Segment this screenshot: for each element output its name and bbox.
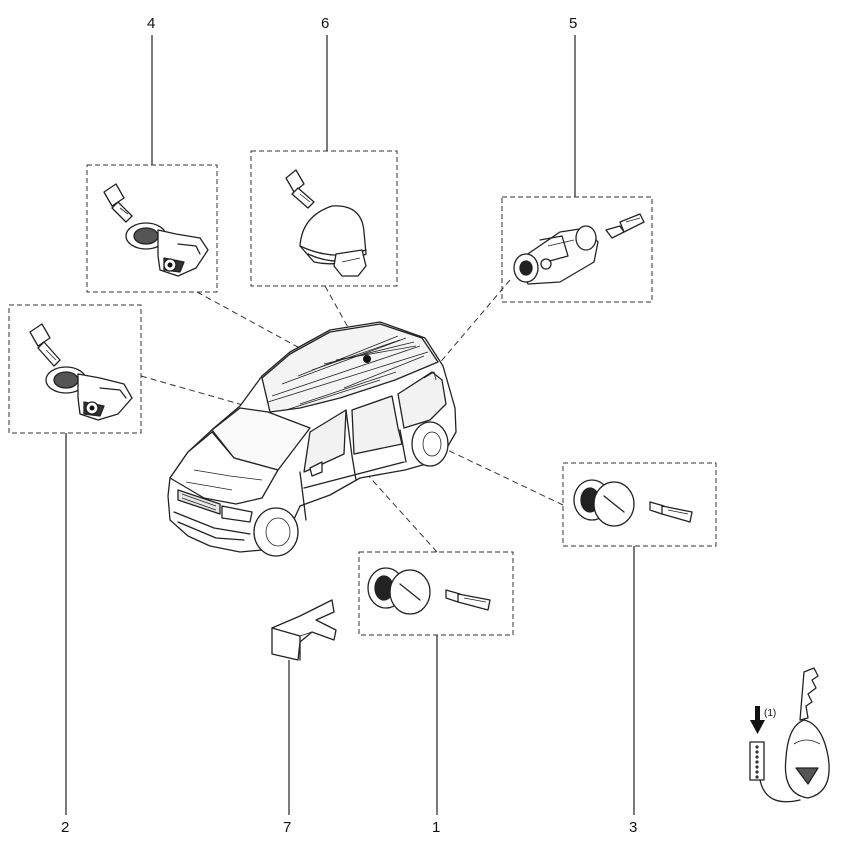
callout-7-label: 7 [283, 819, 291, 836]
part-1-door-cylinder [367, 567, 491, 615]
part-7-retaining-clip [271, 599, 337, 661]
detail-box-2 [8, 304, 142, 434]
key-icon [285, 169, 315, 209]
callout-6-label: 6 [321, 15, 329, 32]
key-icon [29, 323, 61, 367]
detail-box-4 [86, 164, 218, 293]
callout-2: 2 [61, 433, 69, 836]
callout-2-label: 2 [61, 819, 69, 836]
key-code-detail: (1) [749, 667, 830, 803]
detail-box-3 [562, 462, 717, 547]
callout-7: 7 [283, 660, 291, 836]
callout-5-label: 5 [569, 15, 577, 32]
arrow-down-icon [750, 706, 765, 734]
callout-6: 6 [321, 15, 329, 151]
part-6-fuel-cap-lock [285, 169, 367, 277]
part-3-door-cylinder [573, 479, 693, 527]
key-icon [605, 213, 645, 239]
detail-box-5 [501, 196, 653, 303]
key-code-tag-icon [749, 741, 765, 781]
key-note-label: (1) [764, 708, 776, 719]
key-icon [784, 667, 830, 799]
callout-5: 5 [569, 15, 577, 197]
callout-1-label: 1 [432, 819, 440, 836]
key-icon [103, 183, 133, 223]
callout-3-label: 3 [629, 819, 637, 836]
callout-4: 4 [147, 15, 155, 165]
part-5-tailgate-lock [513, 213, 645, 285]
part-2-lock-barrel [29, 323, 133, 421]
callout-4-label: 4 [147, 15, 155, 32]
callout-1: 1 [432, 635, 440, 836]
vehicle-illustration [167, 321, 457, 557]
tailgate-lock-marker [363, 355, 371, 363]
detail-box-1 [358, 551, 514, 636]
key-icon [445, 589, 491, 611]
detail-box-6 [250, 150, 398, 287]
part-4-lock-barrel [103, 183, 209, 277]
key-icon [649, 501, 693, 523]
callout-3: 3 [629, 546, 637, 836]
